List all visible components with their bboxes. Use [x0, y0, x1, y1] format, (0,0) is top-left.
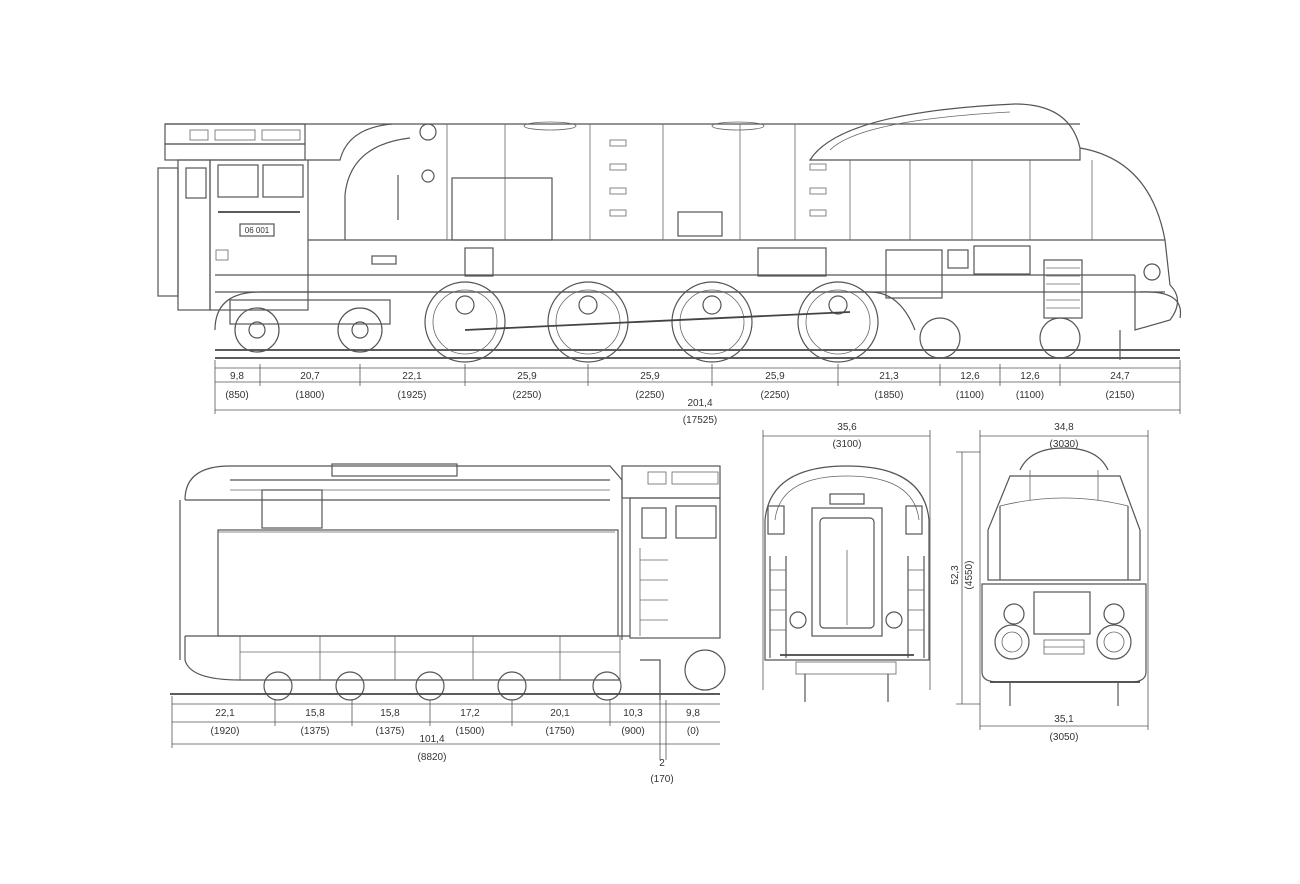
side-dim-3-value: 22,1 [402, 371, 422, 382]
tender-dim-6-mm: (900) [621, 726, 644, 737]
tender-dim-5-mm: (1750) [546, 726, 575, 737]
tender-dim-6-value: 10,3 [623, 708, 643, 719]
front-bottom-width-value: 35,1 [1054, 714, 1074, 725]
front-height-value: 52,3 [950, 565, 961, 585]
side-dim-10-value: 24,7 [1110, 371, 1130, 382]
rear-width-value: 35,6 [837, 422, 857, 433]
side-dim-5-mm: (2250) [636, 390, 665, 401]
tender-dimensions: 22,1 (1920) 15,8 (1375) 15,8 (1375) 17,2… [171, 696, 720, 785]
side-dim-10-mm: (2150) [1106, 390, 1135, 401]
side-dim-8-value: 12,6 [960, 371, 980, 382]
tender-dim-2-mm: (1375) [301, 726, 330, 737]
side-dim-2-mm: (1800) [296, 390, 325, 401]
tender-gap-value: 2 [659, 758, 665, 769]
side-dim-9-mm: (1100) [1016, 390, 1044, 401]
side-dim-9-value: 12,6 [1020, 371, 1040, 382]
front-height-mm: (4550) [964, 561, 975, 590]
rear-end-view: 35,6 (3100) [762, 422, 931, 702]
side-dim-1-mm: (850) [225, 390, 248, 401]
side-dim-2-value: 20,7 [300, 371, 320, 382]
tender-dim-2-value: 15,8 [305, 708, 325, 719]
locomotive-side-view: 06 001 [157, 103, 1182, 363]
tender-gap-mm: (170) [650, 774, 673, 785]
front-top-width-value: 34,8 [1054, 422, 1074, 433]
side-total-mm: (17525) [683, 415, 717, 426]
tender-dim-3-value: 15,8 [380, 708, 400, 719]
tender-dim-4-value: 17,2 [460, 708, 480, 719]
rear-width-mm: (3100) [833, 439, 862, 450]
front-end-view: 34,8 (3030) 52,3 (4550) 35,1 (3050) [950, 422, 1149, 743]
side-view-dimensions: 9,8 (850) 20,7 (1800) 22,1 (1925) 25,9 (… [214, 360, 1181, 426]
side-dim-5-value: 25,9 [640, 371, 660, 382]
tender-dim-7-value: 9,8 [686, 708, 700, 719]
front-bottom-width-mm: (3050) [1050, 732, 1079, 743]
side-dim-8-mm: (1100) [956, 390, 984, 401]
tender-dim-1-mm: (1920) [211, 726, 240, 737]
tender-dim-4-mm: (1500) [456, 726, 485, 737]
side-dim-6-value: 25,9 [765, 371, 785, 382]
side-dim-7-mm: (1850) [875, 390, 904, 401]
front-top-width-mm: (3030) [1050, 439, 1079, 450]
tender-dim-5-value: 20,1 [550, 708, 570, 719]
side-dim-3-mm: (1925) [398, 390, 427, 401]
side-dim-7-value: 21,3 [879, 371, 899, 382]
tender-total-mm: (8820) [418, 752, 447, 763]
tender-dim-1-value: 22,1 [215, 708, 235, 719]
side-dim-4-value: 25,9 [517, 371, 537, 382]
side-dim-4-mm: (2250) [513, 390, 542, 401]
tender-dim-7-mm: (0) [687, 726, 699, 737]
side-total-value: 201,4 [687, 398, 712, 409]
side-dim-6-mm: (2250) [761, 390, 790, 401]
tender-side-view [170, 463, 726, 701]
locomotive-number-plate: 06 001 [245, 226, 270, 235]
tender-total-value: 101,4 [419, 734, 444, 745]
tender-dim-3-mm: (1375) [376, 726, 405, 737]
side-dim-1-value: 9,8 [230, 371, 244, 382]
